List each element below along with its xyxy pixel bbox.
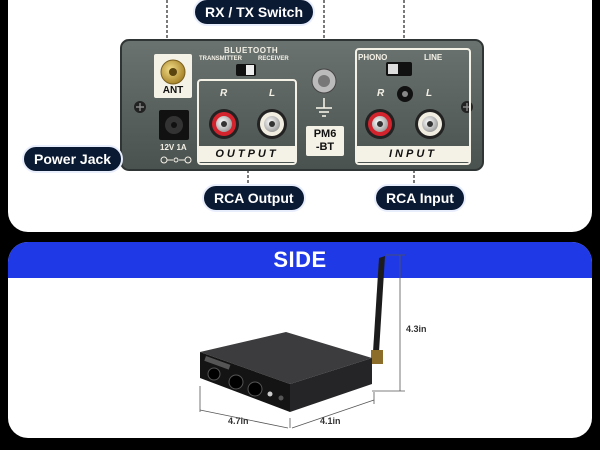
antenna-icon bbox=[371, 256, 385, 364]
power-jack-callout: Power Jack bbox=[22, 145, 124, 173]
rx-tx-switch-callout: RX / TX Switch bbox=[193, 0, 316, 26]
input-r-label: R bbox=[377, 88, 385, 99]
bluetooth-mode-switch bbox=[236, 64, 256, 76]
model-label-line2: -BT bbox=[315, 141, 335, 153]
rca-output-callout: RCA Output bbox=[202, 184, 306, 212]
dimension-lines bbox=[199, 254, 405, 429]
output-label: OUTPUT bbox=[215, 148, 279, 160]
input-label: INPUT bbox=[389, 148, 437, 160]
input-l-label: L bbox=[426, 88, 433, 99]
output-r-label: R bbox=[220, 88, 228, 99]
ant-label: ANT bbox=[162, 85, 184, 96]
input-jack-right bbox=[365, 109, 395, 139]
power-rating-label: 12V 1A bbox=[160, 143, 187, 152]
ground-icon bbox=[316, 98, 332, 117]
width-dimension: 4.7in bbox=[228, 416, 249, 426]
phono-label: PHONO bbox=[358, 53, 388, 62]
phono-line-switch bbox=[386, 62, 412, 76]
height-dimension: 4.3in bbox=[406, 324, 427, 334]
output-l-label: L bbox=[269, 88, 276, 99]
ground-screw-icon bbox=[397, 86, 413, 102]
output-jack-right bbox=[209, 109, 239, 139]
screw-left-icon bbox=[134, 101, 146, 113]
side-header-band bbox=[8, 242, 592, 278]
input-jack-left bbox=[415, 109, 445, 139]
output-jack-left bbox=[257, 109, 287, 139]
model-label-line1: PM6 bbox=[313, 128, 337, 140]
transmitter-label: TRANSMITTER bbox=[199, 56, 242, 62]
bluetooth-label: BLUETOOTH bbox=[224, 46, 279, 55]
amplifier-unit bbox=[200, 332, 372, 412]
depth-dimension: 4.1in bbox=[320, 416, 341, 426]
rca-input-callout: RCA Input bbox=[374, 184, 466, 212]
power-jack bbox=[159, 110, 189, 140]
line-label: LINE bbox=[424, 53, 443, 62]
antenna-connector bbox=[154, 54, 192, 98]
ground-post bbox=[311, 68, 337, 94]
receiver-label: RECEIVER bbox=[258, 56, 289, 62]
dc-polarity-icon bbox=[160, 156, 192, 164]
rear-panel bbox=[120, 39, 484, 171]
side-title: SIDE bbox=[273, 247, 327, 272]
